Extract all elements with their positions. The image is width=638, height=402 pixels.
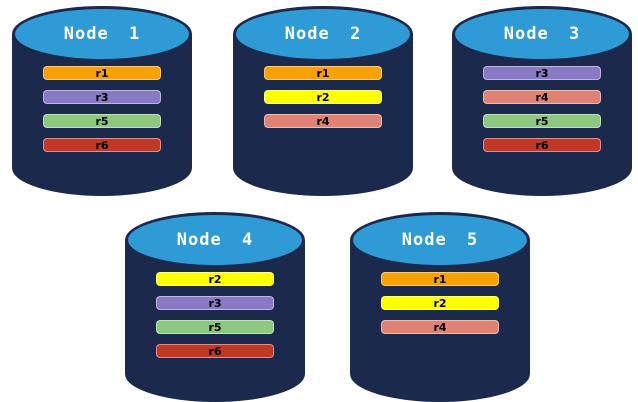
cylinder-top: Node 4 <box>125 212 305 268</box>
replica-bar: r6 <box>43 138 161 152</box>
node-title: Node 4 <box>176 230 254 250</box>
replica-bar: r4 <box>483 90 601 104</box>
replica-list: r1 r3 r5 r6 <box>43 66 161 152</box>
replica-bar: r5 <box>156 320 274 334</box>
replica-bar: r3 <box>156 296 274 310</box>
node-cylinder-3: Node 3 r3 r4 r5 r6 <box>452 6 632 196</box>
node-title: Node 5 <box>401 230 479 250</box>
cylinder-top: Node 5 <box>350 212 530 268</box>
cylinder-top: Node 2 <box>233 6 413 62</box>
replica-bar: r5 <box>483 114 601 128</box>
replica-list: r3 r4 r5 r6 <box>483 66 601 152</box>
node-title: Node 3 <box>503 24 581 44</box>
replica-bar: r5 <box>43 114 161 128</box>
replica-bar: r1 <box>43 66 161 80</box>
node-cylinder-1: Node 1 r1 r3 r5 r6 <box>12 6 192 196</box>
cylinder-top: Node 3 <box>452 6 632 62</box>
replica-bar: r6 <box>483 138 601 152</box>
node-title: Node 2 <box>284 24 362 44</box>
replica-list: r1 r2 r4 <box>381 272 499 334</box>
replica-bar: r6 <box>156 344 274 358</box>
node-title: Node 1 <box>63 24 141 44</box>
replica-bar: r3 <box>43 90 161 104</box>
replica-bar: r4 <box>381 320 499 334</box>
node-cylinder-4: Node 4 r2 r3 r5 r6 <box>125 212 305 402</box>
node-cylinder-2: Node 2 r1 r2 r4 <box>233 6 413 196</box>
replica-bar: r4 <box>264 114 382 128</box>
replica-bar: r2 <box>264 90 382 104</box>
replica-bar: r1 <box>264 66 382 80</box>
node-cylinder-5: Node 5 r1 r2 r4 <box>350 212 530 402</box>
replica-list: r1 r2 r4 <box>264 66 382 128</box>
replica-bar: r1 <box>381 272 499 286</box>
cylinder-top: Node 1 <box>12 6 192 62</box>
replica-bar: r2 <box>381 296 499 310</box>
replica-bar: r2 <box>156 272 274 286</box>
replica-list: r2 r3 r5 r6 <box>156 272 274 358</box>
replica-bar: r3 <box>483 66 601 80</box>
